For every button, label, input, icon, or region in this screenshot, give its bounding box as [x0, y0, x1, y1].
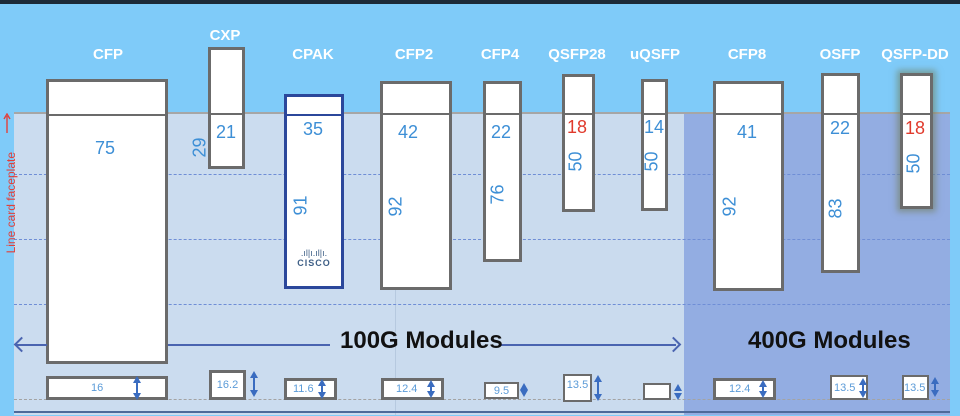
module-qsfp28: 18 50 — [562, 74, 595, 212]
group-arrow-line — [500, 344, 676, 346]
module-cfp2: 42 92 — [380, 81, 452, 290]
depth-value: 76 — [487, 184, 508, 205]
group-label-400g: 400G Modules — [748, 327, 911, 354]
height-qsfp-dd: 13.5 — [902, 375, 929, 400]
depth-value: 92 — [719, 196, 740, 217]
faceplate-divider — [903, 113, 930, 115]
height-arrow-icon — [759, 380, 767, 398]
height-uqsfp — [643, 383, 671, 400]
height-arrow-icon — [427, 380, 435, 398]
height-value: 13.5 — [904, 381, 926, 394]
module-cfp4: 22 76 — [483, 81, 522, 262]
module-name-osfp: OSFP — [819, 46, 861, 63]
height-cfp2: 12.4 — [381, 378, 444, 400]
faceplate-divider — [824, 113, 857, 115]
faceplate-divider — [49, 114, 165, 116]
height-arrow-icon — [931, 377, 939, 397]
height-arrow-icon — [520, 383, 528, 397]
height-cxp: 16.2 — [209, 370, 246, 400]
module-cfp8: 41 92 — [713, 81, 784, 291]
depth-value: 50 — [903, 153, 924, 174]
height-value: 16.2 — [216, 379, 239, 391]
gridline — [14, 239, 950, 240]
cisco-logo-icon: .ıl|ı.ıl|ı. CISCO — [297, 248, 331, 269]
depth-value: 91 — [290, 195, 311, 216]
width-value: 35 — [303, 119, 324, 139]
width-value: 42 — [398, 122, 419, 142]
height-value: 13.5 — [566, 379, 589, 391]
module-cxp: 21 — [208, 47, 245, 169]
module-name-qsfp-dd: QSFP-DD — [881, 46, 949, 63]
faceplate-divider — [644, 113, 665, 115]
height-value: 16 — [91, 382, 104, 394]
width-value: 14 — [644, 117, 665, 137]
height-cfp8: 12.4 — [713, 378, 776, 400]
module-qsfp-dd: 18 50 — [900, 73, 933, 209]
faceplate-divider — [565, 113, 592, 115]
top-border — [0, 0, 960, 4]
module-cfp: 75 — [46, 79, 168, 364]
width-value: 22 — [491, 122, 512, 142]
faceplate-divider — [716, 113, 781, 115]
cxp-depth-value: 29 — [189, 137, 210, 158]
group-arrow-line — [15, 344, 47, 346]
module-name-cfp4: CFP4 — [480, 46, 520, 63]
height-cfp4: 9.5 — [484, 382, 519, 399]
group-arrow-line — [168, 344, 330, 346]
height-arrow-icon — [859, 378, 867, 398]
module-name-cfp8: CFP8 — [727, 46, 767, 63]
group-label-100g: 100G Modules — [340, 327, 503, 354]
module-name-cfp: CFP — [93, 46, 123, 63]
module-name-cpak: CPAK — [292, 46, 334, 63]
height-arrow-icon — [674, 384, 682, 400]
width-value: 18 — [905, 118, 926, 138]
height-value: 13.5 — [834, 381, 856, 394]
depth-value: 83 — [825, 198, 846, 219]
height-cpak: 11.6 — [284, 378, 337, 400]
module-name-uqsfp: uQSFP — [629, 46, 680, 63]
faceplate-divider — [486, 113, 519, 115]
module-name-cfp2: CFP2 — [394, 46, 434, 63]
module-name-cxp: CXP — [209, 27, 241, 44]
module-osfp: 22 83 — [821, 73, 860, 273]
gridline — [14, 399, 950, 400]
height-cfp: 16 — [46, 376, 168, 400]
width-value: 41 — [737, 122, 758, 142]
height-arrow-icon — [318, 379, 326, 399]
width-value: 18 — [567, 117, 588, 137]
height-arrow-icon — [133, 376, 141, 400]
gridline — [14, 174, 950, 175]
height-value: 12.4 — [396, 383, 418, 395]
module-cpak: 35 91 .ıl|ı.ıl|ı. CISCO — [284, 94, 344, 289]
module-uqsfp: 14 50 — [641, 79, 668, 211]
height-arrow-icon — [594, 375, 602, 401]
faceplate-label: Line card faceplate — [4, 152, 18, 254]
bottom-border — [14, 411, 950, 413]
height-osfp: 13.5 — [830, 375, 868, 400]
faceplate-divider — [211, 113, 242, 115]
faceplate-divider — [383, 113, 449, 115]
module-name-qsfp28: QSFP28 — [548, 46, 606, 63]
depth-value: 50 — [641, 151, 662, 172]
height-value: 11.6 — [293, 383, 314, 395]
height-value: 12.4 — [729, 383, 751, 395]
faceplate-arrow-icon — [3, 113, 11, 133]
depth-value: 50 — [565, 151, 586, 172]
faceplate-divider — [287, 114, 341, 116]
width-value: 75 — [95, 138, 116, 158]
height-value: 9.5 — [493, 384, 510, 397]
gridline — [14, 304, 950, 305]
width-value: 22 — [830, 118, 851, 138]
faceplate-line — [14, 112, 950, 114]
height-qsfp28: 13.5 — [563, 374, 592, 402]
left-edge — [0, 113, 14, 415]
height-arrow-icon — [250, 371, 258, 397]
width-value: 21 — [216, 122, 237, 142]
depth-value: 92 — [385, 196, 406, 217]
